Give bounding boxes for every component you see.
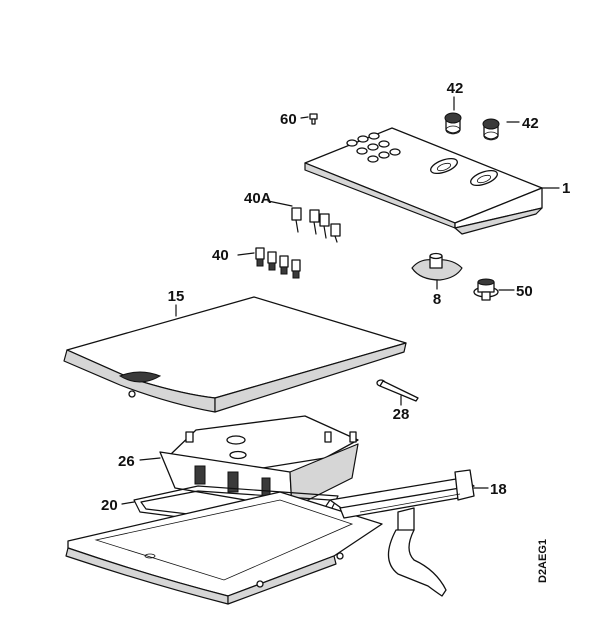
callout-40: 40 [212, 247, 229, 264]
pushbutton-set-40a [291, 207, 341, 243]
support-rail-part [329, 469, 475, 597]
callout-50: 50 [516, 283, 533, 300]
detergent-drawer-part [159, 415, 359, 509]
top-lid-part [63, 296, 407, 413]
callout-42-knob-left: 42 [447, 80, 464, 97]
callout-1: 1 [562, 180, 570, 197]
callout-8: 8 [433, 291, 441, 308]
callout-60: 60 [280, 111, 297, 128]
drawing-code: D2AEG1 [537, 539, 549, 583]
knob-part-right [482, 118, 500, 141]
callout-20: 20 [101, 497, 118, 514]
callout-40a: 40A [244, 190, 272, 207]
bracket-part-8 [411, 252, 463, 281]
leader-lines [121, 96, 560, 505]
callout-28: 28 [393, 406, 410, 423]
pushbutton-set-40 [255, 247, 301, 279]
pin-part [376, 379, 419, 402]
knob-part-left [444, 112, 462, 135]
callout-18: 18 [490, 481, 507, 498]
valve-part-50 [473, 278, 499, 301]
callout-26: 26 [118, 453, 135, 470]
base-tray-part [65, 491, 383, 605]
screw-part [309, 113, 318, 125]
callout-42-knob-right: 42 [522, 115, 539, 132]
control-panel-part [304, 127, 543, 235]
callout-15: 15 [168, 288, 185, 305]
